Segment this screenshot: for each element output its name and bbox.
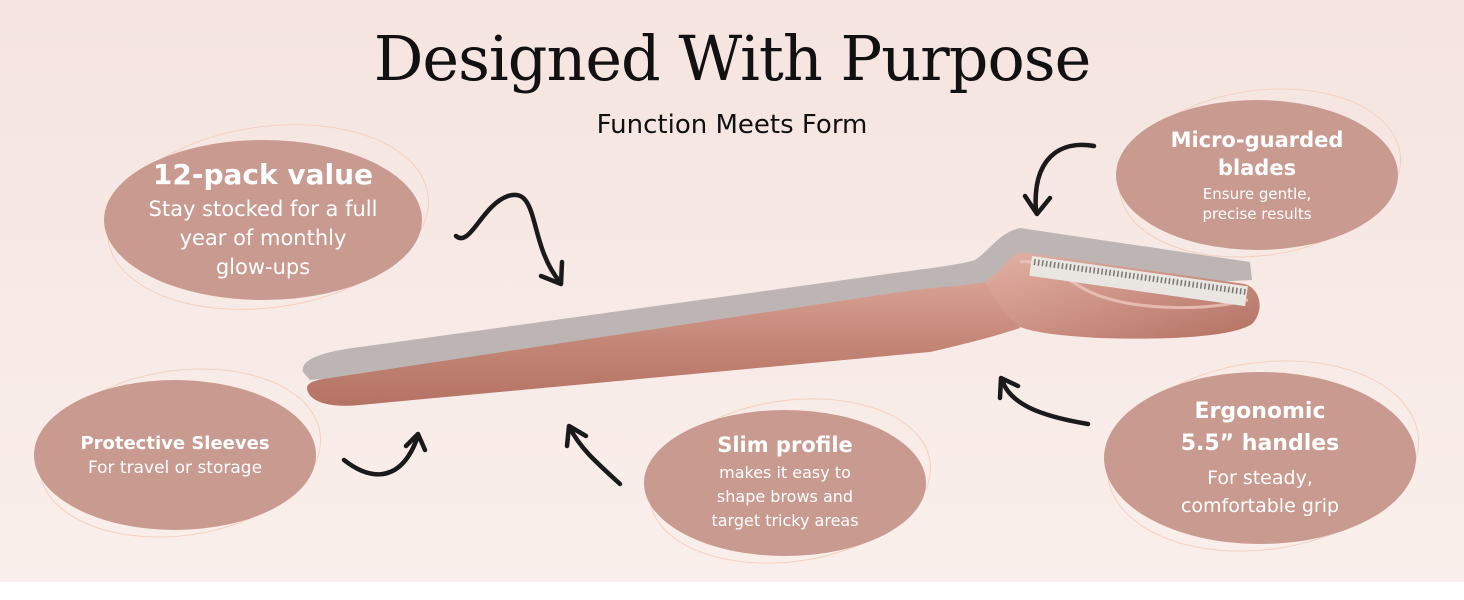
- arrow-handles-icon: [997, 375, 1091, 427]
- feature-bubble-slim: Slim profile makes it easy to shape brow…: [638, 381, 942, 581]
- bottom-strip: [0, 582, 1464, 600]
- bubble-fill: Protective Sleeves For travel or storage: [34, 380, 316, 530]
- razor-handle: [306, 282, 1020, 406]
- feature-body: Stay stocked for a full year of monthly …: [148, 197, 378, 279]
- arrow-slim-icon: [564, 423, 623, 487]
- bubble-fill: 12-pack value Stay stocked for a full ye…: [104, 140, 422, 300]
- bubble-fill: Slim profile makes it easy to shape brow…: [644, 410, 926, 556]
- feature-heading: Slim profile: [717, 433, 853, 457]
- feature-body: For steady, comfortable grip: [1180, 467, 1340, 517]
- arrow-blades-icon: [1022, 142, 1097, 217]
- bubble-fill: Micro-guarded blades Ensure gentle, prec…: [1116, 100, 1398, 250]
- page-title: Designed With Purpose: [373, 22, 1092, 95]
- feature-heading: 12-pack value: [152, 158, 374, 191]
- bubble-fill: Ergonomic 5.5” handles For steady, comfo…: [1104, 372, 1416, 544]
- feature-bubble-handles: Ergonomic 5.5” handles For steady, comfo…: [1094, 341, 1432, 571]
- feature-body: makes it easy to shape brows and target …: [711, 463, 859, 530]
- feature-body: Ensure gentle, precise results: [1202, 185, 1312, 223]
- page-subtitle: Function Meets Form: [596, 110, 868, 140]
- feature-heading: Ergonomic 5.5” handles: [1180, 399, 1340, 456]
- feature-body: For travel or storage: [87, 457, 263, 478]
- arrow-pack-icon: [453, 192, 565, 287]
- feature-bubble-12-pack: 12-pack value Stay stocked for a full ye…: [94, 104, 442, 330]
- razor-blade: [1029, 255, 1248, 307]
- feature-bubble-blades: Micro-guarded blades Ensure gentle, prec…: [1107, 71, 1413, 275]
- feature-heading: Protective Sleeves: [80, 432, 270, 454]
- arrow-sleeves-icon: [341, 431, 428, 477]
- feature-heading: Micro-guarded blades: [1170, 128, 1344, 180]
- feature-bubble-sleeves: Protective Sleeves For travel or storage: [27, 351, 333, 555]
